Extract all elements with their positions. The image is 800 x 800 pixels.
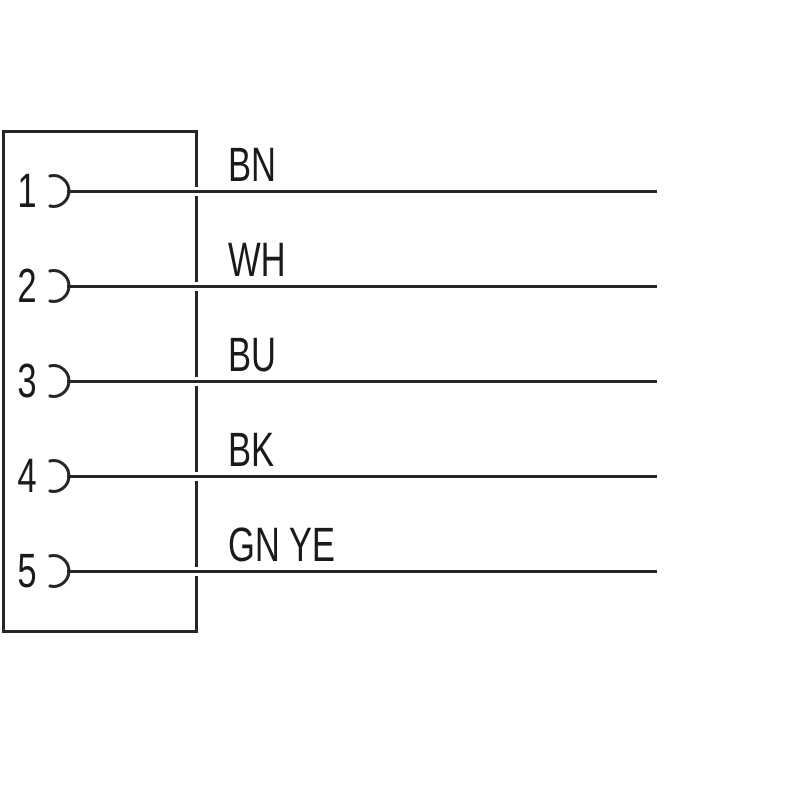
wire-line xyxy=(67,376,657,386)
pin-row: 1 BN xyxy=(0,141,800,241)
pin-contact-icon xyxy=(48,364,71,398)
wire-line xyxy=(67,186,657,196)
wire-color-label: BU xyxy=(228,329,277,382)
pin-number: 5 xyxy=(17,545,37,598)
pin-contact-icon xyxy=(48,459,71,493)
wire-color-label: GN YE xyxy=(228,519,335,572)
pin-row: 4 BK xyxy=(0,426,800,526)
wire-line xyxy=(67,471,657,481)
pin-contact-icon xyxy=(48,554,71,588)
pin-number: 2 xyxy=(17,260,37,313)
wire-line xyxy=(67,566,657,576)
pin-contact-icon xyxy=(48,174,71,208)
pin-row: 2 WH xyxy=(0,236,800,336)
wire-line xyxy=(67,281,657,291)
pin-number: 1 xyxy=(17,165,37,218)
wire-color-label: WH xyxy=(228,234,286,287)
wire-color-label: BK xyxy=(228,424,275,477)
pin-contact-icon xyxy=(48,269,71,303)
pin-number: 4 xyxy=(17,450,37,503)
wire-color-label: BN xyxy=(228,139,277,192)
pin-number: 3 xyxy=(17,355,37,408)
pin-row: 3 BU xyxy=(0,331,800,431)
pin-row: 5 GN YE xyxy=(0,521,800,621)
